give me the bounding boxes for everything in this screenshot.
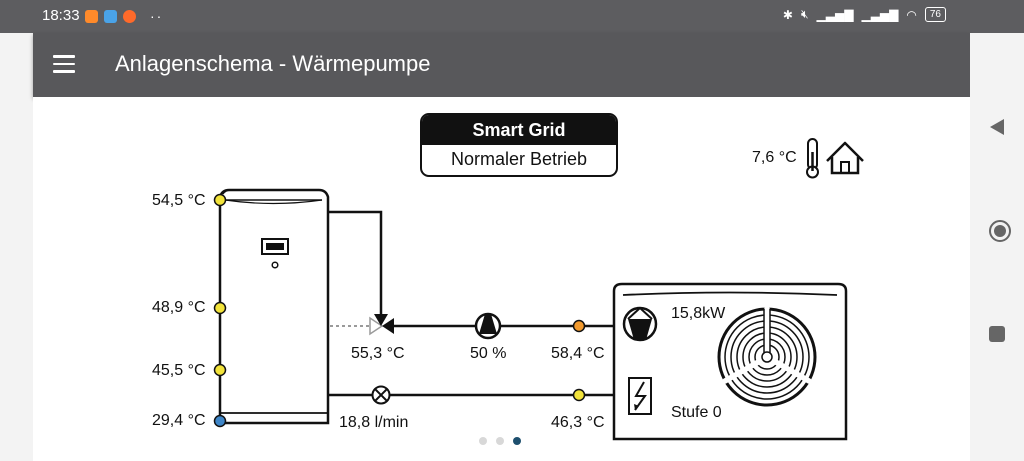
page-dot[interactable] <box>479 437 487 445</box>
home-icon[interactable] <box>988 219 1012 243</box>
system-navigation-bar <box>970 33 1024 461</box>
three-way-valve <box>369 314 394 336</box>
electric-heater-icon <box>628 377 652 415</box>
status-system-icons: ✱ 🔇︎ ▁▃▅▇ ▁▃▅▇ ◠ 76 <box>783 7 946 22</box>
supply-temperature: 58,4 °C <box>551 345 605 362</box>
back-icon[interactable] <box>988 117 1006 137</box>
status-bar: 18:33 ·· ✱ 🔇︎ ▁▃▅▇ ▁▃▅▇ ◠ 76 <box>0 0 1024 33</box>
temperature-sensors <box>213 193 586 428</box>
status-time: 18:33 <box>42 7 80 24</box>
smart-grid-title: Smart Grid <box>422 115 616 145</box>
tank-temp-bottom: 29,4 °C <box>152 412 206 429</box>
smart-grid-panel: Smart Grid Normaler Betrieb <box>420 113 618 177</box>
fan-icon <box>717 306 817 407</box>
circulation-pump-icon <box>474 312 502 340</box>
status-notification-icons: ·· <box>85 8 163 24</box>
notification-app-icon <box>104 9 117 23</box>
notification-app-icon <box>85 9 98 23</box>
app-bar: Anlagenschema - Wärmepumpe <box>33 33 970 97</box>
sensor-supply <box>572 319 586 333</box>
flow-rate: 18,8 l/min <box>339 414 409 431</box>
bluetooth-icon: ✱ <box>782 7 793 22</box>
page-title: Anlagenschema - Wärmepumpe <box>115 51 431 76</box>
flow-meter-icon <box>371 385 391 405</box>
sensor-tank-bottom <box>213 414 227 428</box>
status-more-icon: ·· <box>150 8 164 24</box>
heat-pump-power: 15,8kW <box>671 305 726 322</box>
content-area: Smart Grid Normaler Betrieb <box>33 97 970 461</box>
heat-pump-unit <box>612 282 848 441</box>
sensor-tank-mid-lower <box>213 363 227 377</box>
hamburger-menu-icon[interactable] <box>53 55 75 73</box>
recents-icon[interactable] <box>988 325 1006 343</box>
tank-display-icon <box>261 238 289 269</box>
outdoor-temperature: 7,6 °C <box>752 149 797 166</box>
return-temperature: 46,3 °C <box>551 414 605 431</box>
wifi-icon: ◠ <box>906 7 917 22</box>
page-dot-active[interactable] <box>513 437 521 445</box>
system-diagram <box>213 138 864 441</box>
tank-temp-mid-upper: 48,9 °C <box>152 299 206 316</box>
house-icon <box>826 141 864 175</box>
tank-temp-top: 54,5 °C <box>152 192 206 209</box>
signal-icon: ▁▃▅▇ <box>816 7 854 22</box>
thermometer-icon <box>806 138 819 179</box>
heater-stage: Stufe 0 <box>671 404 722 421</box>
pump-speed: 50 % <box>470 345 507 362</box>
storage-tank <box>218 188 330 425</box>
pipes <box>328 210 614 397</box>
battery-icon: 76 <box>924 7 946 22</box>
sensor-tank-top <box>213 193 227 207</box>
valve-temperature: 55,3 °C <box>351 345 405 362</box>
compressor-icon <box>622 306 658 342</box>
mute-icon: 🔇︎ <box>800 7 809 21</box>
sensor-return <box>572 388 586 402</box>
lte-signal-icon: ▁▃▅▇ <box>861 7 899 22</box>
smart-grid-status: Normaler Betrieb <box>450 149 588 169</box>
page-dot[interactable] <box>496 437 504 445</box>
sensor-tank-mid-upper <box>213 301 227 315</box>
tank-temp-mid-lower: 45,5 °C <box>152 362 206 379</box>
page-indicator <box>479 437 521 445</box>
notification-app-icon <box>123 9 136 23</box>
